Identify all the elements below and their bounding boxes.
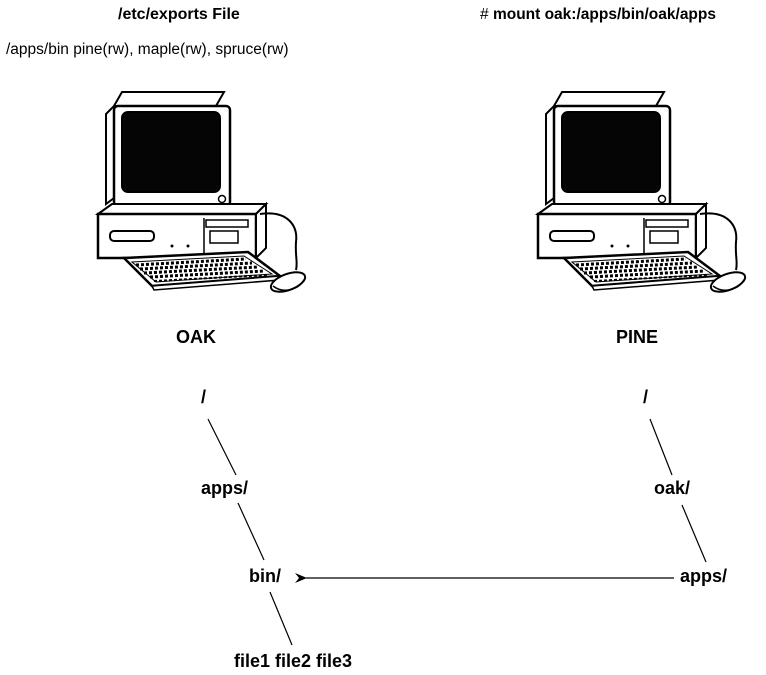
mount-command: # mount oak:/apps/bin/oak/apps [480,6,716,24]
shell-prompt: # [480,6,489,23]
pine-computer-icon [536,90,750,298]
pine-host-label: PINE [616,327,659,347]
pine-root-node: / [643,387,649,407]
mount-command-text: mount oak:/apps/bin/oak/apps [492,6,716,23]
oak-root-node: / [201,387,207,407]
pine-tree-edge-root-oak [649,418,673,476]
oak-tree-edge-root-apps [207,418,237,476]
pine-tree-edge-oak-apps [681,504,707,563]
pine-apps-node: apps/ [680,566,728,586]
oak-files-node: file1 file2 file3 [234,651,353,671]
oak-host-label: OAK [176,327,216,347]
oak-tree-edge-bin-files [269,591,293,646]
oak-tree-edge-apps-bin [237,502,265,561]
oak-computer-icon [96,90,310,298]
oak-apps-node: apps/ [201,478,249,498]
exports-file-entry: /apps/bin pine(rw), maple(rw), spruce(rw… [6,41,289,58]
pine-oak-node: oak/ [654,478,691,498]
exports-file-title: /etc/exports File [118,6,240,23]
oak-bin-node: bin/ [249,566,281,586]
